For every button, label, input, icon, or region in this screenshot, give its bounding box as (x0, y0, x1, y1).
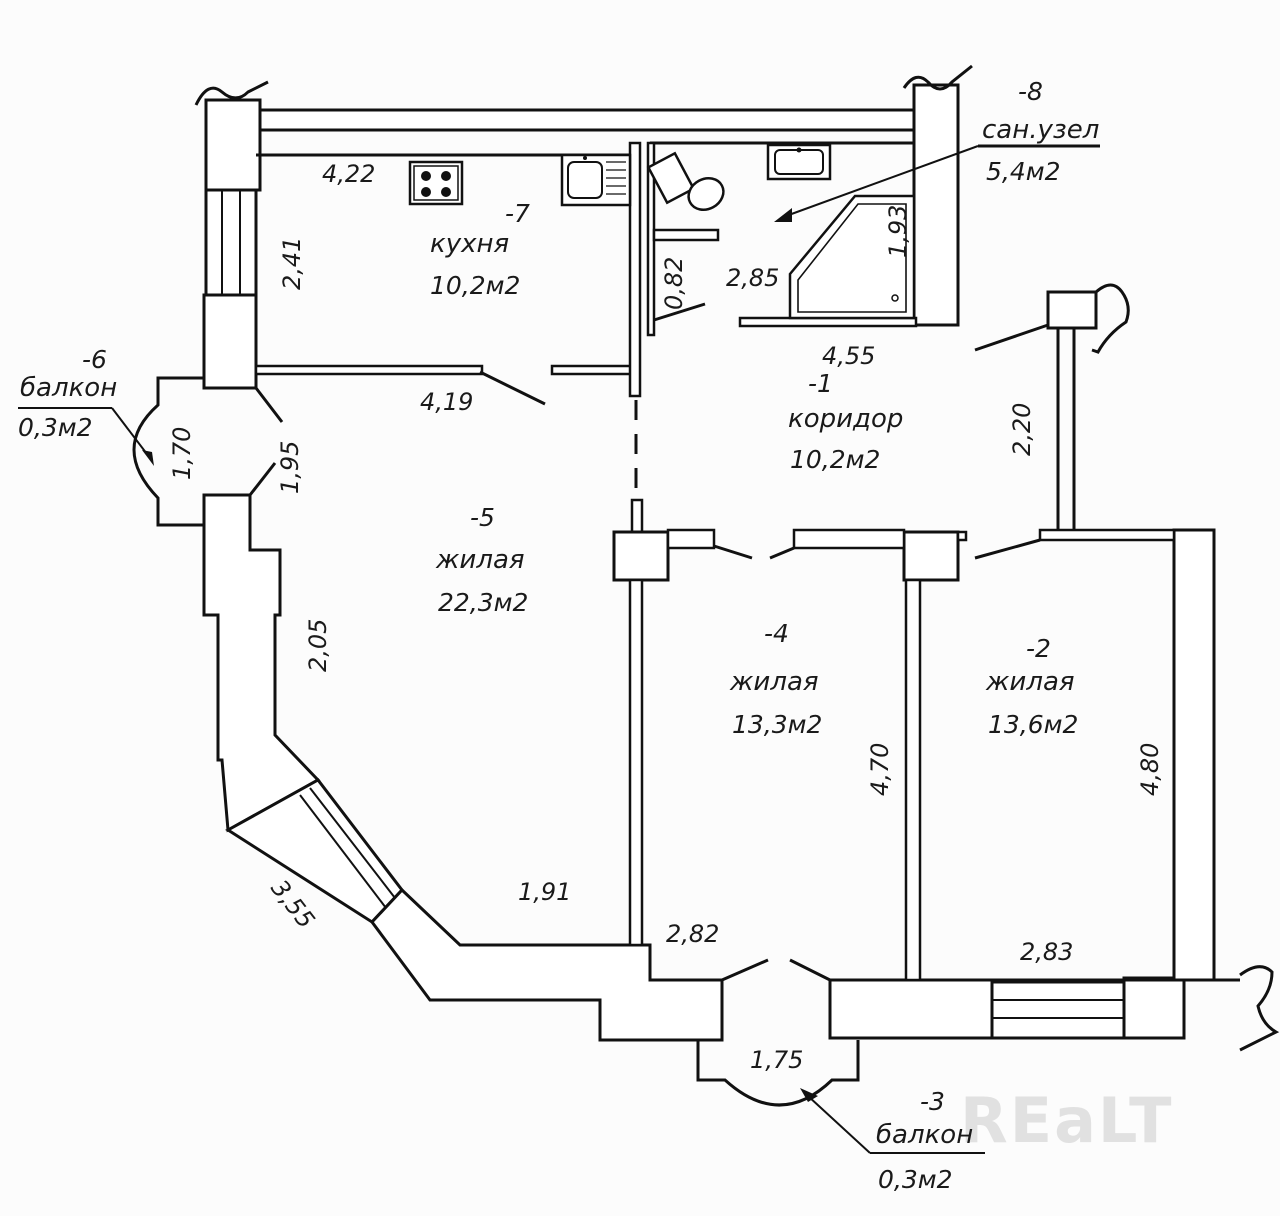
balcony3-name: балкон (876, 1120, 973, 1150)
living4-living2-partition (904, 578, 922, 982)
dim-living4-bottom: 2,82 (666, 920, 719, 948)
living4-number: -4 (764, 619, 789, 648)
living2-window (990, 980, 1126, 1040)
dim-balcony6-width: 1,70 (168, 427, 196, 480)
room-labels: -7 кухня 10,2м2 -1 коридор 10,2м2 -5 жил… (430, 199, 1078, 739)
dimension-labels: 4,22 2,41 4,19 0,82 2,85 1,93 4,55 2,20 … (168, 160, 1164, 1074)
kitchen-left-pier (202, 293, 258, 390)
top-left-pier (204, 98, 262, 192)
dim-bath-width: 2,85 (726, 264, 779, 292)
living5-area: 22,3м2 (438, 588, 528, 617)
living2-jamb (956, 530, 968, 542)
living5-bottom-wall (370, 887, 724, 1042)
dim-living5-left: 2,05 (304, 619, 332, 672)
living5-number: -5 (470, 503, 495, 532)
passage-post (630, 498, 644, 536)
kitchen-sink-icon (560, 153, 632, 207)
dim-living4-depth: 4,70 (866, 743, 894, 796)
break-marks (194, 64, 1280, 1052)
balcony3-outline (696, 1040, 860, 1107)
living2-name: жилая (985, 667, 1075, 697)
dim-living5-bottom: 1,91 (518, 878, 571, 906)
dim-bath-door: 0,82 (660, 257, 688, 310)
leader-lines (18, 144, 1100, 1154)
dim-corridor-width: 4,55 (822, 342, 875, 370)
corridor-area: 10,2м2 (790, 445, 880, 474)
right-wall (1172, 528, 1216, 982)
pier-right (902, 530, 960, 582)
bathroom-right-wall (912, 83, 960, 327)
balconies (132, 376, 860, 1107)
kitchen-area: 10,2м2 (430, 271, 520, 300)
kitchen-window (204, 188, 258, 297)
dim-living2-bottom: 2,83 (1020, 938, 1073, 966)
bottom-right-pier (1122, 976, 1186, 1040)
living4-wall-top (792, 528, 906, 550)
kitchen-partition-right (550, 364, 636, 376)
callout-labels: -8 сан.узел 5,4м2 -6 балкон 0,3м2 -3 бал… (18, 77, 1099, 1194)
corner-bathtub-icon (788, 194, 916, 320)
living5-living4-partition (628, 578, 644, 947)
dim-bath-depth: 1,93 (884, 205, 912, 258)
top-wall (258, 108, 920, 132)
living2-number: -2 (1026, 634, 1051, 663)
bath-inner-partition (652, 228, 720, 242)
corridor-name: коридор (788, 404, 903, 434)
pier-left (612, 530, 670, 582)
living5-name: жилая (435, 545, 525, 575)
bathroom-number: -8 (1018, 77, 1043, 106)
living4-name: жилая (729, 667, 819, 697)
kitchen-bath-partition (628, 141, 642, 398)
living2-area: 13,6м2 (988, 710, 1078, 739)
living4-door-jamb (666, 528, 716, 550)
stove-icon (408, 160, 464, 206)
balcony3-number: -3 (920, 1087, 945, 1116)
walls (202, 83, 1240, 1042)
kitchen-number: -7 (505, 199, 530, 228)
dim-kitchen-top: 4,22 (322, 160, 375, 188)
corridor-number: -1 (808, 369, 833, 398)
bathroom-name: сан.узел (982, 115, 1099, 145)
living4-area: 13,3м2 (732, 710, 822, 739)
dim-living2-depth: 4,80 (1136, 743, 1164, 796)
kitchen-partition (254, 364, 484, 376)
balcony3-area: 0,3м2 (878, 1165, 953, 1194)
bathroom-area: 5,4м2 (986, 157, 1061, 186)
bathroom-sink-icon (766, 143, 832, 181)
living2-wall-top (1038, 528, 1176, 542)
dim-corridor-depth: 2,20 (1008, 403, 1036, 456)
toilet-icon (646, 151, 725, 211)
partitions (254, 141, 1176, 982)
dim-kitchen-left: 2,41 (278, 237, 306, 290)
dim-balcony3-width: 1,75 (750, 1046, 803, 1074)
watermark: REaLT (960, 1084, 1173, 1157)
balcony6-area: 0,3м2 (18, 413, 93, 442)
dim-living5-window: 1,95 (276, 441, 304, 494)
balcony6-outline (132, 376, 204, 527)
balcony6-number: -6 (82, 345, 107, 374)
living5-left-wall (202, 493, 321, 833)
dim-kitchen-bottom: 4,19 (420, 388, 473, 416)
right-upper-pier (1046, 290, 1098, 330)
balcony6-name: балкон (20, 373, 117, 403)
kitchen-name: кухня (430, 229, 509, 259)
bottom-wall-center (828, 978, 994, 1040)
